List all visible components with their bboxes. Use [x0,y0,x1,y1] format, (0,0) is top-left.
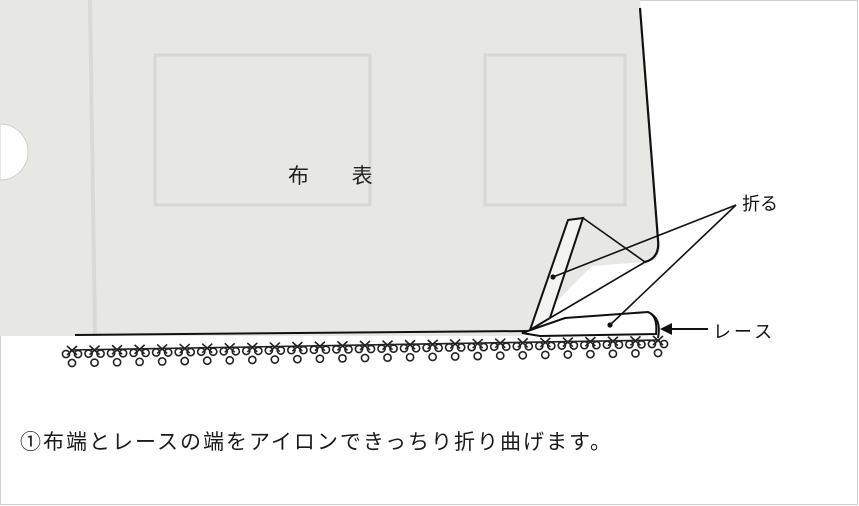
lace-motif [286,341,308,364]
fabric-fold-crease [88,0,97,337]
lace-motif [264,341,286,364]
lace-motif [354,340,376,363]
fabric-pattern-right [483,53,627,207]
fold-leader-1 [552,204,737,278]
lace-motif [444,338,466,361]
fabric-sheet [0,0,660,336]
lace-motif [309,341,331,364]
lace-label: レース [713,322,776,343]
lace-trim [61,335,669,368]
fold-leader-dot-2 [607,322,613,328]
fold-diagonal-1 [582,217,646,263]
fabric-pattern-left [153,53,372,207]
lace-motif [534,337,556,360]
lace-motif [332,340,353,363]
fabric-face-label: 布 表 [288,164,391,188]
lace-motif [647,335,669,358]
punch-hole [0,123,29,181]
fabric-bottom-edge [74,330,531,336]
lace-motif [512,337,534,360]
lace-motif [241,342,263,365]
fold-leader-2 [609,204,737,326]
lace-motif [174,343,196,366]
lace-motifs [61,335,669,368]
lace-motif [196,343,218,366]
lace-motif [84,345,105,368]
lace-motif [579,336,601,359]
lace-arrow-head [660,323,672,335]
lace-motif [625,335,646,358]
lace-motif [151,343,173,366]
lace-motif [602,336,624,359]
lace-motif [557,336,579,359]
lace-end-curl [647,311,660,339]
fold-label: 折る [742,194,778,215]
lace-motif [219,342,241,365]
lace-motif [422,339,444,362]
lace-motif [399,339,421,362]
lace-motif [129,344,151,367]
lace-motif [377,340,398,363]
lace-motif [106,344,128,367]
lace-motif [61,345,83,368]
fabric-right-edge [638,7,660,264]
fold-leader-dot-1 [550,274,556,280]
step-caption: ①布端とレースの端をアイロンできっちり折り曲げます。 [20,430,613,454]
fold-diagonal-2 [549,261,646,319]
lace-motif [489,338,511,361]
lace-motif [467,338,489,361]
